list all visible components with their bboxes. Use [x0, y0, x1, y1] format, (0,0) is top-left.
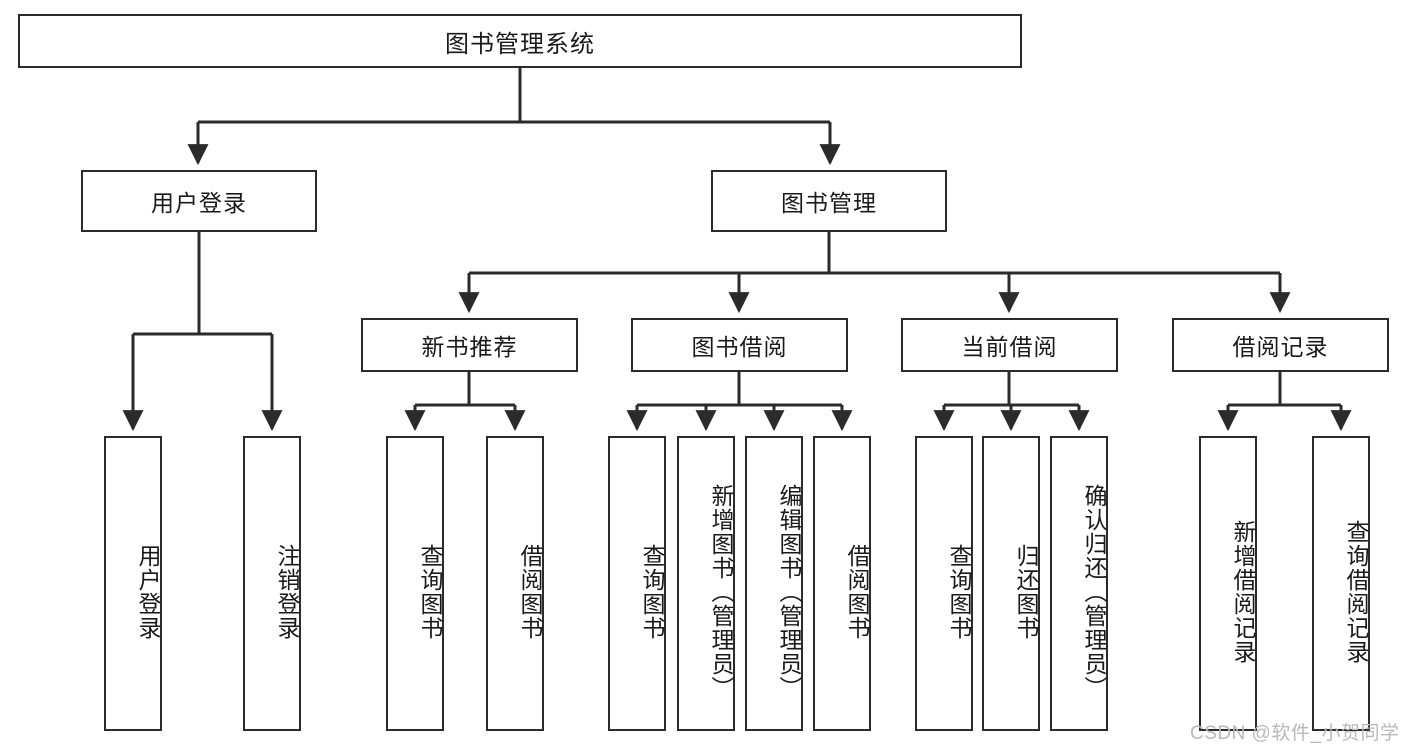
node-leaf-query-book-1-label: 查询图书 — [417, 543, 443, 640]
node-leaf-edit-book-admin[interactable]: 编辑图书（管理员） — [745, 436, 803, 731]
node-leaf-user-logout[interactable]: 注销登录 — [243, 436, 301, 731]
node-leaf-borrow-book-1-label: 借阅图书 — [517, 543, 543, 640]
node-leaf-confirm-return-admin-label: 确认归还（管理员） — [1081, 483, 1107, 700]
node-leaf-user-login[interactable]: 用户登录 — [104, 436, 162, 731]
node-user-login[interactable]: 用户登录 — [81, 170, 317, 232]
node-root-label: 图书管理系统 — [445, 30, 595, 58]
node-leaf-borrow-book-1[interactable]: 借阅图书 — [486, 436, 544, 731]
node-leaf-user-logout-label: 注销登录 — [274, 543, 300, 640]
node-leaf-return-book-label: 归还图书 — [1013, 543, 1039, 640]
node-new-book-recommend-label: 新书推荐 — [421, 334, 518, 360]
node-new-book-recommend[interactable]: 新书推荐 — [361, 318, 578, 372]
node-leaf-query-book-1[interactable]: 查询图书 — [386, 436, 444, 731]
node-leaf-borrow-book-2[interactable]: 借阅图书 — [813, 436, 871, 731]
node-leaf-query-book-3[interactable]: 查询图书 — [915, 436, 973, 731]
node-leaf-add-book-admin[interactable]: 新增图书（管理员） — [677, 436, 735, 731]
node-leaf-query-borrow-record-label: 查询借阅记录 — [1343, 519, 1369, 664]
node-leaf-add-borrow-record[interactable]: 新增借阅记录 — [1199, 436, 1257, 731]
node-book-borrow-label: 图书借阅 — [691, 334, 788, 360]
node-root[interactable]: 图书管理系统 — [18, 14, 1022, 68]
node-leaf-query-book-3-label: 查询图书 — [946, 543, 972, 640]
node-leaf-query-book-2-label: 查询图书 — [639, 543, 665, 640]
node-borrow-record-label: 借阅记录 — [1232, 334, 1329, 360]
node-book-manage-label: 图书管理 — [781, 190, 877, 216]
node-leaf-confirm-return-admin[interactable]: 确认归还（管理员） — [1050, 436, 1108, 731]
node-leaf-return-book[interactable]: 归还图书 — [982, 436, 1040, 731]
csdn-watermark: CSDN @软件_小贺同学 — [1190, 723, 1400, 744]
node-book-manage[interactable]: 图书管理 — [711, 170, 947, 232]
node-current-borrow-label: 当前借阅 — [961, 334, 1058, 360]
node-current-borrow[interactable]: 当前借阅 — [901, 318, 1118, 372]
node-leaf-query-borrow-record[interactable]: 查询借阅记录 — [1312, 436, 1370, 731]
node-leaf-user-login-label: 用户登录 — [135, 543, 161, 640]
node-leaf-add-borrow-record-label: 新增借阅记录 — [1230, 519, 1256, 664]
node-leaf-edit-book-admin-label: 编辑图书（管理员） — [776, 483, 802, 700]
node-user-login-label: 用户登录 — [151, 190, 247, 216]
node-borrow-record[interactable]: 借阅记录 — [1172, 318, 1389, 372]
node-leaf-add-book-admin-label: 新增图书（管理员） — [708, 483, 734, 700]
node-leaf-query-book-2[interactable]: 查询图书 — [608, 436, 666, 731]
node-leaf-borrow-book-2-label: 借阅图书 — [844, 543, 870, 640]
node-book-borrow[interactable]: 图书借阅 — [631, 318, 848, 372]
